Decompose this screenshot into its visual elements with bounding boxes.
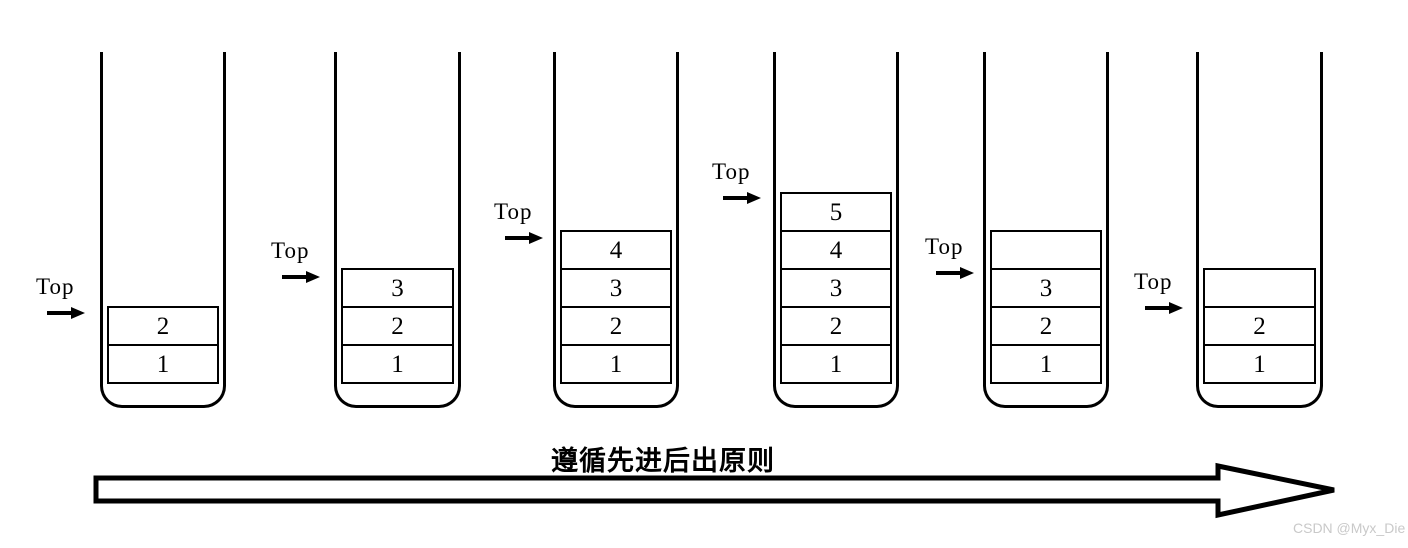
stack-tube-6: 2 1	[1196, 52, 1323, 408]
right-arrow-icon	[723, 192, 761, 204]
stack-cell: 1	[107, 344, 219, 384]
stack-cells: 3 2 1	[341, 268, 454, 384]
stack-cell: 3	[990, 268, 1102, 308]
stack-cell: 1	[560, 344, 672, 384]
stack-tube-5: 3 2 1	[983, 52, 1109, 408]
right-arrow-icon	[936, 267, 974, 279]
stack-tube-1: 2 1	[100, 52, 226, 408]
stack-tube-3: 4 3 2 1	[553, 52, 679, 408]
stack-cells: 2 1	[1203, 268, 1316, 384]
top-pointer-2: Top	[271, 239, 320, 284]
top-label: Top	[712, 159, 751, 184]
top-label: Top	[494, 199, 533, 224]
stack-cell: 2	[107, 306, 219, 346]
flow-arrow-icon	[93, 462, 1335, 519]
stack-cells: 5 4 3 2 1	[780, 192, 892, 384]
right-arrow-icon	[1145, 302, 1183, 314]
watermark: CSDN @Myx_Die	[1293, 520, 1406, 536]
top-label: Top	[925, 234, 964, 259]
stack-cells: 4 3 2 1	[560, 230, 672, 384]
stack-cell: 4	[780, 230, 892, 270]
stack-cell-empty	[1203, 268, 1316, 308]
stack-cell: 3	[560, 268, 672, 308]
top-pointer-5: Top	[925, 235, 974, 280]
top-pointer-6: Top	[1134, 270, 1183, 315]
stack-tube-4: 5 4 3 2 1	[773, 52, 899, 408]
stack-cell: 5	[780, 192, 892, 232]
stack-tube-2: 3 2 1	[334, 52, 461, 408]
right-arrow-icon	[282, 271, 320, 283]
right-arrow-icon	[47, 307, 85, 319]
top-label: Top	[271, 238, 310, 263]
stack-cell: 1	[990, 344, 1102, 384]
stack-cell: 2	[1203, 306, 1316, 346]
stack-cell: 2	[990, 306, 1102, 346]
top-label: Top	[36, 274, 75, 299]
stack-cells: 2 1	[107, 306, 219, 384]
stack-cell: 2	[560, 306, 672, 346]
top-label: Top	[1134, 269, 1173, 294]
caption: 遵循先进后出原则	[551, 446, 775, 476]
stack-cell-empty	[990, 230, 1102, 270]
stack-cell: 1	[341, 344, 454, 384]
stack-cell: 2	[341, 306, 454, 346]
top-pointer-4: Top	[712, 160, 761, 205]
right-arrow-icon	[505, 232, 543, 244]
stack-cell: 1	[1203, 344, 1316, 384]
stack-cell: 4	[560, 230, 672, 270]
top-pointer-1: Top	[36, 275, 85, 320]
stack-cell: 1	[780, 344, 892, 384]
stack-cell: 3	[780, 268, 892, 308]
stack-cell: 3	[341, 268, 454, 308]
stack-cell: 2	[780, 306, 892, 346]
top-pointer-3: Top	[494, 200, 543, 245]
stack-cells: 3 2 1	[990, 230, 1102, 384]
